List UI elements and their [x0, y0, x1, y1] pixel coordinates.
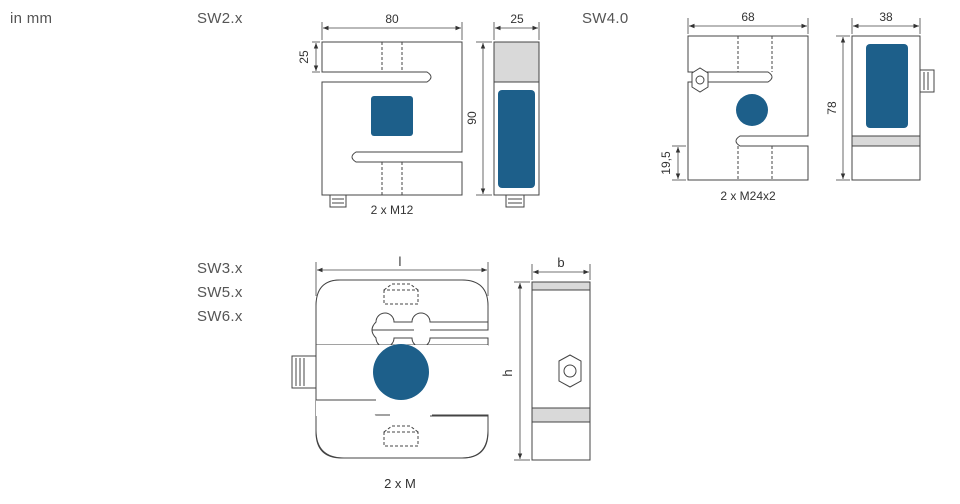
sw3-dim-h: [514, 281, 530, 461]
sw4-side-label-plate: [866, 44, 908, 128]
sw2-dim-width: [321, 22, 463, 40]
sw2-thread-label: 2 x M12: [371, 203, 414, 217]
sw4-dim-depth-text: 38: [879, 10, 893, 24]
sw2-side-label-plate: [498, 90, 535, 188]
sw4-dim-width-text: 68: [741, 10, 755, 24]
sw2-dim-depth: [493, 22, 540, 40]
model-label-sw3: SW3.x: [197, 260, 243, 277]
sw4-dim-bottom-text: 19,5: [659, 151, 673, 175]
sw2-label-plate: [371, 96, 413, 136]
sw4-dim-bottom: [672, 145, 686, 181]
sw4-dim-width: [687, 18, 809, 34]
sw3-dim-h-text: h: [500, 369, 515, 376]
sw2-dim-depth-text: 25: [510, 12, 524, 26]
sw4-thread-label: 2 x M24x2: [720, 189, 776, 203]
sw4-dim-height: [836, 35, 850, 181]
sw3-thread-label: 2 x M: [384, 476, 416, 491]
sw2-dim-top-text: 25: [297, 50, 311, 64]
sw2-dim-height: [476, 41, 492, 196]
model-label-sw5: SW5.x: [197, 284, 243, 301]
sw3-nut-icon: [558, 354, 582, 388]
sw3-dim-b-text: b: [557, 255, 564, 270]
sw2-dim-height-text: 90: [465, 111, 479, 125]
units-label: in mm: [10, 10, 53, 27]
sw2-dim-top: [312, 41, 320, 73]
sw3-dim-l-text: l: [399, 254, 402, 269]
sw4-dim-depth: [851, 18, 921, 34]
model-label-sw6: SW6.x: [197, 308, 243, 325]
model-label-sw4: SW4.0: [582, 10, 629, 27]
sw3-dim-b: [531, 264, 591, 280]
sw3-dim-l: [315, 262, 489, 296]
model-label-sw2: SW2.x: [197, 10, 243, 27]
sw4-dim-height-text: 78: [825, 101, 839, 115]
sw4-label-disc: [736, 94, 768, 126]
sw4-nut-icon: [691, 67, 709, 93]
sw3-label-disc: [373, 344, 429, 400]
sw2-dim-width-text: 80: [385, 12, 399, 26]
